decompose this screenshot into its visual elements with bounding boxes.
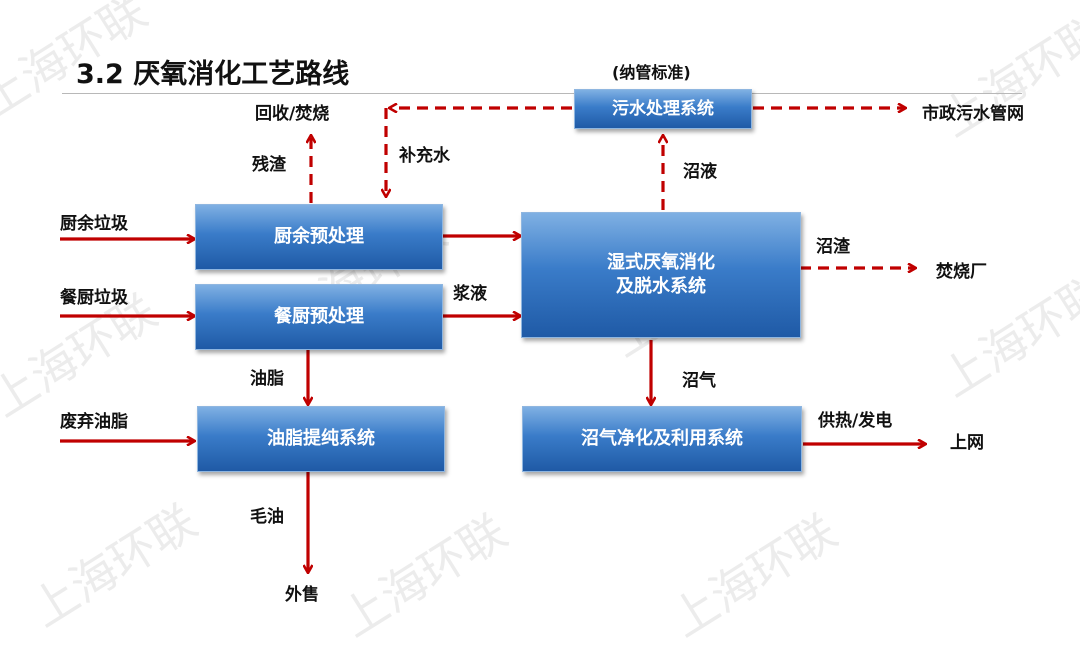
label-waste-grease: 废弃油脂 — [60, 412, 128, 432]
label-slurry: 浆液 — [453, 284, 487, 304]
page-title: 3.2 厌氧消化工艺路线 — [76, 59, 350, 90]
label-kitchen-waste: 厨余垃圾 — [60, 214, 128, 234]
label-food-waste: 餐厨垃圾 — [60, 288, 128, 308]
label-pipe-standard: (纳管标准) — [612, 63, 691, 82]
label-digestate: 沼渣 — [816, 237, 850, 257]
kitchen-waste-pretreatment-box: 厨余预处理 — [195, 204, 443, 270]
label-recycle-incinerate: 回收/焚烧 — [255, 104, 330, 124]
label-crude-oil: 毛油 — [250, 507, 284, 527]
label-heat-power: 供热/发电 — [818, 411, 893, 431]
label-grease: 油脂 — [250, 369, 284, 389]
label-biogas-liquid: 沼液 — [683, 162, 717, 182]
label-residue: 残渣 — [252, 155, 286, 175]
label-biogas: 沼气 — [682, 371, 716, 391]
food-waste-pretreatment-box: 餐厨预处理 — [195, 284, 443, 350]
label-makeup-water: 补充水 — [399, 146, 450, 166]
label-incineration-plant: 焚烧厂 — [936, 262, 987, 282]
grease-purification-box: 油脂提纯系统 — [197, 406, 445, 472]
biogas-system-box: 沼气净化及利用系统 — [522, 406, 802, 472]
flow-arrows — [60, 0, 1080, 608]
label-grid: 上网 — [950, 433, 984, 453]
label-sold: 外售 — [285, 585, 319, 605]
wet-anaerobic-digestion-box: 湿式厌氧消化 及脱水系统 — [521, 212, 801, 338]
title-divider — [62, 93, 1022, 94]
wastewater-treatment-box: 污水处理系统 — [574, 89, 752, 129]
label-municipal-sewer: 市政污水管网 — [922, 104, 1024, 124]
